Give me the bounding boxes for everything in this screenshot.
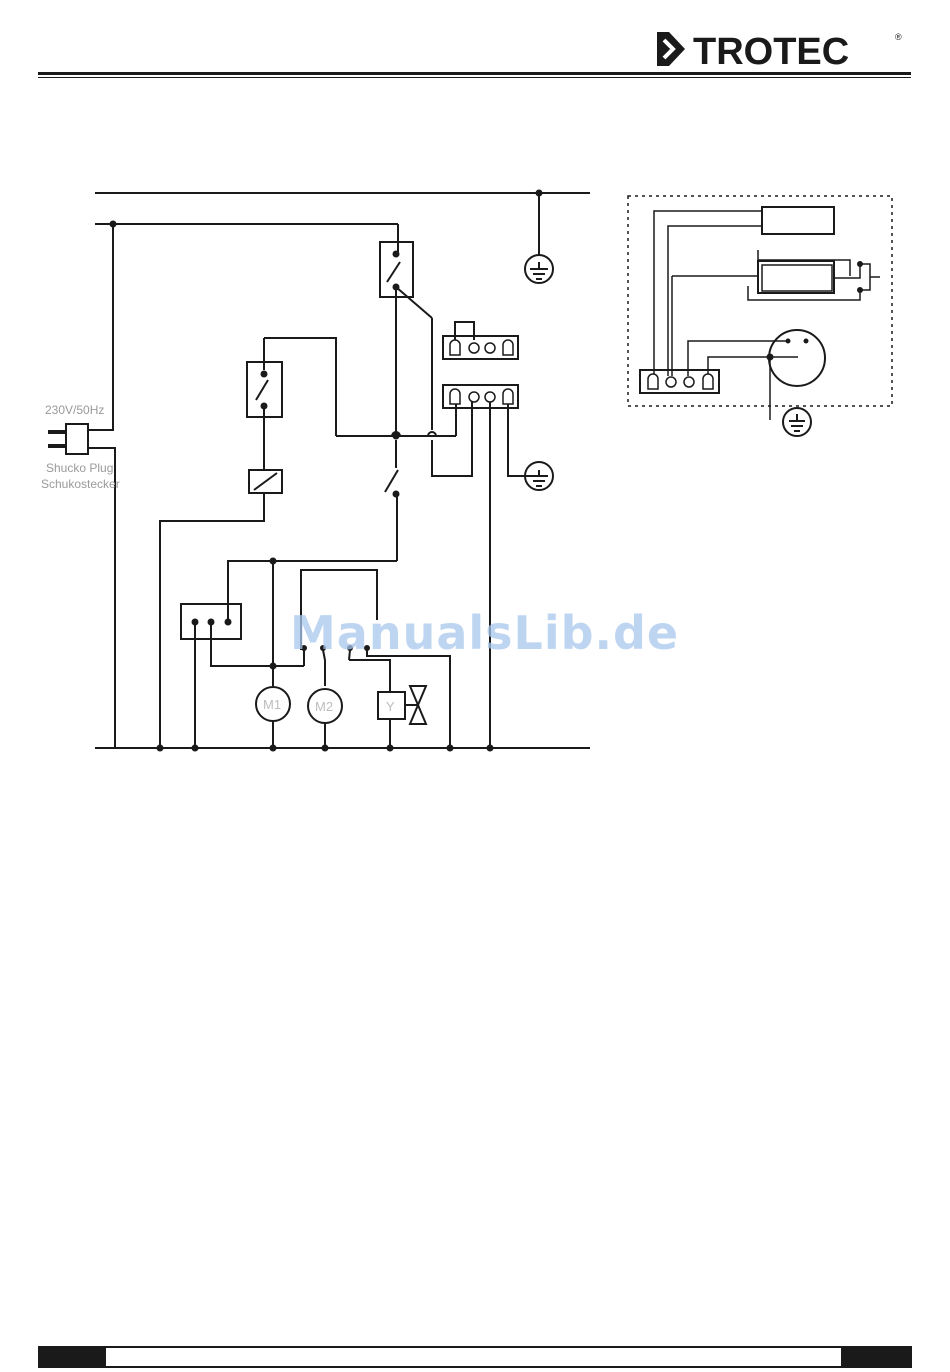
motor-1-label: M1 — [263, 697, 281, 712]
supply-label: 230V/50Hz — [45, 403, 104, 417]
footer-bar — [38, 1346, 912, 1368]
plug-label-de: Schukostecker — [41, 477, 120, 491]
compressor-motor — [769, 330, 825, 386]
footer-inner — [106, 1348, 841, 1366]
component-top — [762, 207, 834, 234]
motor-2-label: M2 — [315, 699, 333, 714]
valve-label: Y — [386, 699, 395, 714]
watermark: ManualsLib.de — [290, 606, 679, 660]
plug-label-en: Shucko Plug — [46, 461, 113, 475]
component-middle — [758, 261, 834, 293]
plug-body — [66, 424, 88, 454]
